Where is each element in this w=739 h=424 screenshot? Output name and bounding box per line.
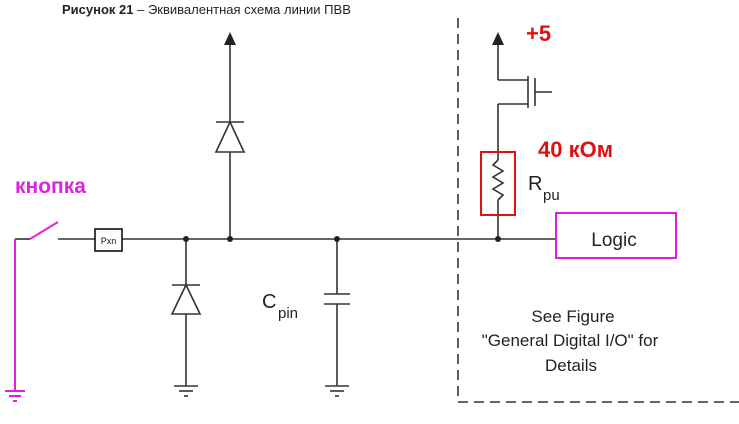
figure-number: Рисунок 21	[62, 2, 134, 17]
resistance-annotation: 40 кОм	[538, 137, 613, 162]
figure-caption: Рисунок 21 – Эквивалентная схема линии П…	[62, 2, 351, 17]
upper-diode-arrow	[224, 32, 236, 45]
rpu-label: R	[528, 173, 542, 195]
cpin-subscript: pin	[278, 305, 298, 322]
button-annotation: кнопка	[15, 175, 86, 198]
junction-dot	[183, 236, 189, 242]
resistor-highlight	[480, 151, 516, 216]
ground-diode	[174, 385, 198, 397]
junction-dot	[334, 236, 340, 242]
junction-dot	[227, 236, 233, 242]
junction-dot	[495, 236, 501, 242]
ground-capacitor	[325, 385, 349, 397]
resistor-zigzag	[491, 159, 505, 201]
pxn-pin-box	[94, 228, 123, 252]
note-line-3: Details	[545, 356, 597, 375]
upper-diode-triangle	[214, 120, 246, 153]
logic-label: Logic	[591, 230, 636, 251]
supply-annotation: +5	[526, 21, 551, 46]
lower-diode-triangle	[170, 283, 202, 315]
rpu-subscript: pu	[543, 187, 560, 204]
cpin-label: C	[262, 291, 276, 313]
figure-title: – Эквивалентная схема линии ПВВ	[133, 2, 351, 17]
button-switch-blade	[29, 221, 59, 240]
note-line-1: See Figure	[531, 307, 614, 326]
pullup-arrow	[492, 32, 504, 45]
pxn-label: Pxn	[101, 236, 117, 246]
dashed-boundary	[457, 18, 739, 403]
logic-box	[555, 212, 677, 259]
note-line-2: "General Digital I/O" for	[482, 331, 659, 350]
